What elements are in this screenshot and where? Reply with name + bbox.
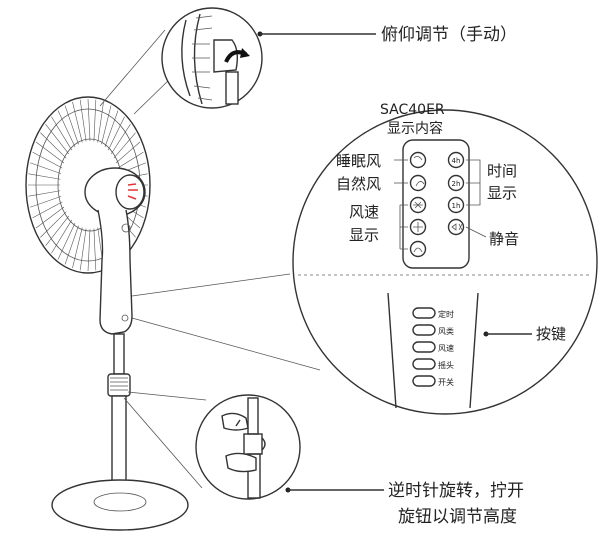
fan-head: [25, 96, 151, 274]
display-inset: [131, 109, 598, 415]
timer-1h: 1h: [452, 202, 461, 210]
speed-label-2: 显示: [349, 226, 379, 244]
fan-body: [51, 209, 189, 531]
tilt-inset: [99, 7, 263, 115]
panel-button-label: 定时: [438, 309, 454, 319]
buttons-label: 按键: [536, 325, 566, 343]
speed-label-1: 风速: [349, 203, 379, 221]
time-label-2: 显示: [487, 184, 517, 202]
height-label-1: 逆时针旋转，拧开: [388, 481, 524, 501]
time-label-1: 时间: [487, 162, 517, 180]
panel-button-label: 风类: [438, 326, 454, 336]
height-label-2: 旋钮以调节高度: [398, 507, 517, 527]
leader-lines: [257, 31, 384, 493]
panel-button-label: 摇头: [438, 360, 454, 370]
natural-wind-label: 自然风: [336, 175, 381, 193]
model-label: SAC40ER: [380, 102, 445, 118]
sleep-wind-label: 睡眠风: [336, 152, 381, 170]
panel-button-label: 风速: [438, 344, 454, 353]
mute-label: 静音: [489, 230, 519, 248]
display-title: 显示内容: [387, 120, 443, 137]
tilt-label: 俯仰调节（手动）: [381, 25, 517, 45]
height-inset: [123, 391, 301, 500]
timer-4h: 4h: [452, 157, 461, 165]
panel-button-label: 开关: [438, 377, 454, 387]
timer-2h: 2h: [452, 180, 461, 188]
